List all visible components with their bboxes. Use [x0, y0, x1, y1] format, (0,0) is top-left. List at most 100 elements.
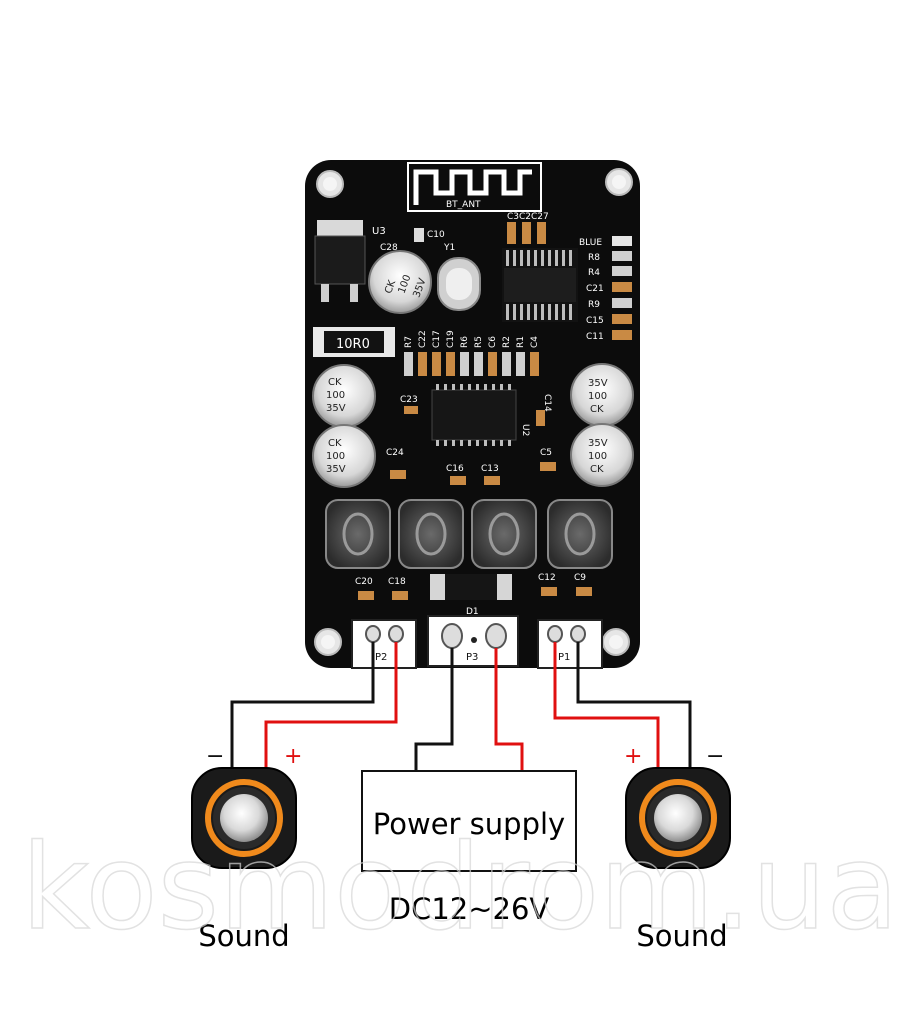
power-supply: Power supply DC12~26V — [361, 770, 577, 926]
wire-psu-negative — [414, 648, 454, 772]
capacitor-left-top: CK 100 35V — [312, 364, 376, 428]
capacitor-right-bottom: 35V 100 CK — [570, 423, 634, 487]
amplifier-board: BT_ANT U3 10R0 CK 100 35V — [305, 160, 640, 669]
wires — [230, 642, 692, 772]
capacitor-left-bottom: CK 100 35V — [312, 424, 376, 488]
u3-label: U3 — [372, 226, 386, 237]
crystal-y1: Y1 — [437, 243, 481, 311]
c19-label: C19 — [446, 330, 456, 348]
cap-voltage-2: 35V — [326, 403, 346, 414]
antenna-label: BT_ANT — [446, 200, 481, 210]
c22-label: C22 — [418, 330, 428, 348]
c10-part — [414, 228, 424, 242]
c10-label: C10 — [427, 230, 445, 240]
right-plus-sign: + — [624, 744, 642, 769]
speaker-cone — [220, 794, 268, 842]
capacitor-c28: CK 100 35V C28 — [368, 243, 432, 314]
right-speaker-label: Sound — [636, 919, 727, 953]
speaker-right: + − Sound — [624, 744, 731, 953]
bluetooth-chip — [502, 248, 578, 322]
speaker-cone — [654, 794, 702, 842]
cap-voltage-4: 35V — [588, 378, 608, 389]
c16-label: C16 — [446, 464, 464, 474]
caps-c3-c2-c27: C3C2C27 — [507, 212, 549, 244]
cap-value-3: 100 — [326, 451, 345, 462]
r1-label: R1 — [516, 336, 526, 348]
r7-label: R7 — [404, 336, 414, 348]
c3c2c27-label: C3C2C27 — [507, 212, 549, 222]
regulator-u3: U3 — [314, 220, 386, 302]
c5-label: C5 — [540, 448, 552, 458]
speaker-left: − + Sound — [191, 744, 302, 953]
wire-right-negative — [576, 642, 692, 768]
r6-label: R6 — [460, 336, 470, 348]
cap-value-5: 100 — [588, 451, 607, 462]
capacitor-right-top: 35V 100 CK — [570, 363, 634, 427]
r5-label: R5 — [474, 336, 484, 348]
c28-label: C28 — [380, 243, 398, 253]
cap-brand-3: CK — [328, 438, 342, 449]
c9-label: C9 — [574, 573, 586, 583]
wire-left-negative — [230, 642, 375, 770]
mid-component-row: R7 C22 C17 C19 R6 R5 C6 R2 R1 C4 — [404, 330, 540, 376]
p1-label: P1 — [558, 652, 570, 663]
r8-label: R8 — [588, 253, 600, 263]
bottom-parts: C20 C18 D1 C12 C9 — [355, 573, 592, 617]
left-speaker-label: Sound — [198, 919, 289, 953]
speaker-ring — [639, 779, 717, 857]
left-minus-sign: − — [206, 744, 224, 769]
c13-label: C13 — [481, 464, 499, 474]
cap-value-4: 100 — [588, 391, 607, 402]
c24-label: C24 — [386, 448, 404, 458]
r9-label: R9 — [588, 300, 600, 310]
cap-value-2: 100 — [326, 390, 345, 401]
y1-label: Y1 — [443, 243, 455, 253]
connector-p2: P2 — [351, 619, 417, 669]
cap-voltage-5: 35V — [588, 438, 608, 449]
c12-label: C12 — [538, 573, 556, 583]
p2-label: P2 — [375, 652, 387, 663]
cap-brand-2: CK — [328, 377, 342, 388]
u2-label: U2 — [520, 424, 530, 436]
cap-voltage-3: 35V — [326, 464, 346, 475]
r4-label: R4 — [588, 268, 600, 278]
watermark: kosmodrom.ua — [21, 818, 899, 956]
connector-p1: P1 — [537, 619, 603, 669]
cap-brand-4: CK — [590, 404, 604, 415]
left-plus-sign: + — [284, 744, 302, 769]
right-column-parts: BLUE R8 R4 C21 R9 C15 C11 — [579, 236, 632, 342]
d1-label: D1 — [466, 607, 479, 617]
cap-brand-5: CK — [590, 464, 604, 475]
blue-led-label: BLUE — [579, 238, 602, 248]
bt-antenna: BT_ANT — [407, 162, 542, 212]
c17-label: C17 — [432, 330, 442, 348]
resistor-marking: 10R0 — [336, 337, 370, 352]
inductors — [325, 499, 613, 569]
cap-brand: CK — [383, 278, 398, 295]
wire-right-positive — [553, 642, 660, 768]
c14-label: C14 — [542, 394, 552, 412]
c21-label: C21 — [586, 284, 604, 294]
cap-row-lower: C24 C16 C13 C5 — [386, 448, 556, 485]
p3-label: P3 — [466, 652, 478, 663]
wire-psu-positive — [494, 648, 524, 772]
power-supply-box — [361, 770, 577, 872]
c23-label: C23 — [400, 395, 418, 405]
connector-p3: P3 — [427, 615, 519, 667]
r2-label: R2 — [502, 336, 512, 348]
power-supply-label: Power supply — [373, 807, 565, 841]
speaker-ring — [205, 779, 283, 857]
c15-label: C15 — [586, 316, 604, 326]
c20-label: C20 — [355, 577, 373, 587]
wire-left-positive — [264, 642, 398, 770]
c18-label: C18 — [388, 577, 406, 587]
c11-label: C11 — [586, 332, 604, 342]
c6-label: C6 — [488, 336, 498, 348]
amplifier-chip-u2: U2 C14 C23 — [400, 384, 552, 446]
svg-text:CK: CK — [383, 278, 398, 295]
c4-label: C4 — [530, 336, 540, 348]
resistor-10r0: 10R0 — [313, 327, 395, 357]
right-minus-sign: − — [706, 744, 724, 769]
power-supply-voltage: DC12~26V — [389, 892, 550, 926]
